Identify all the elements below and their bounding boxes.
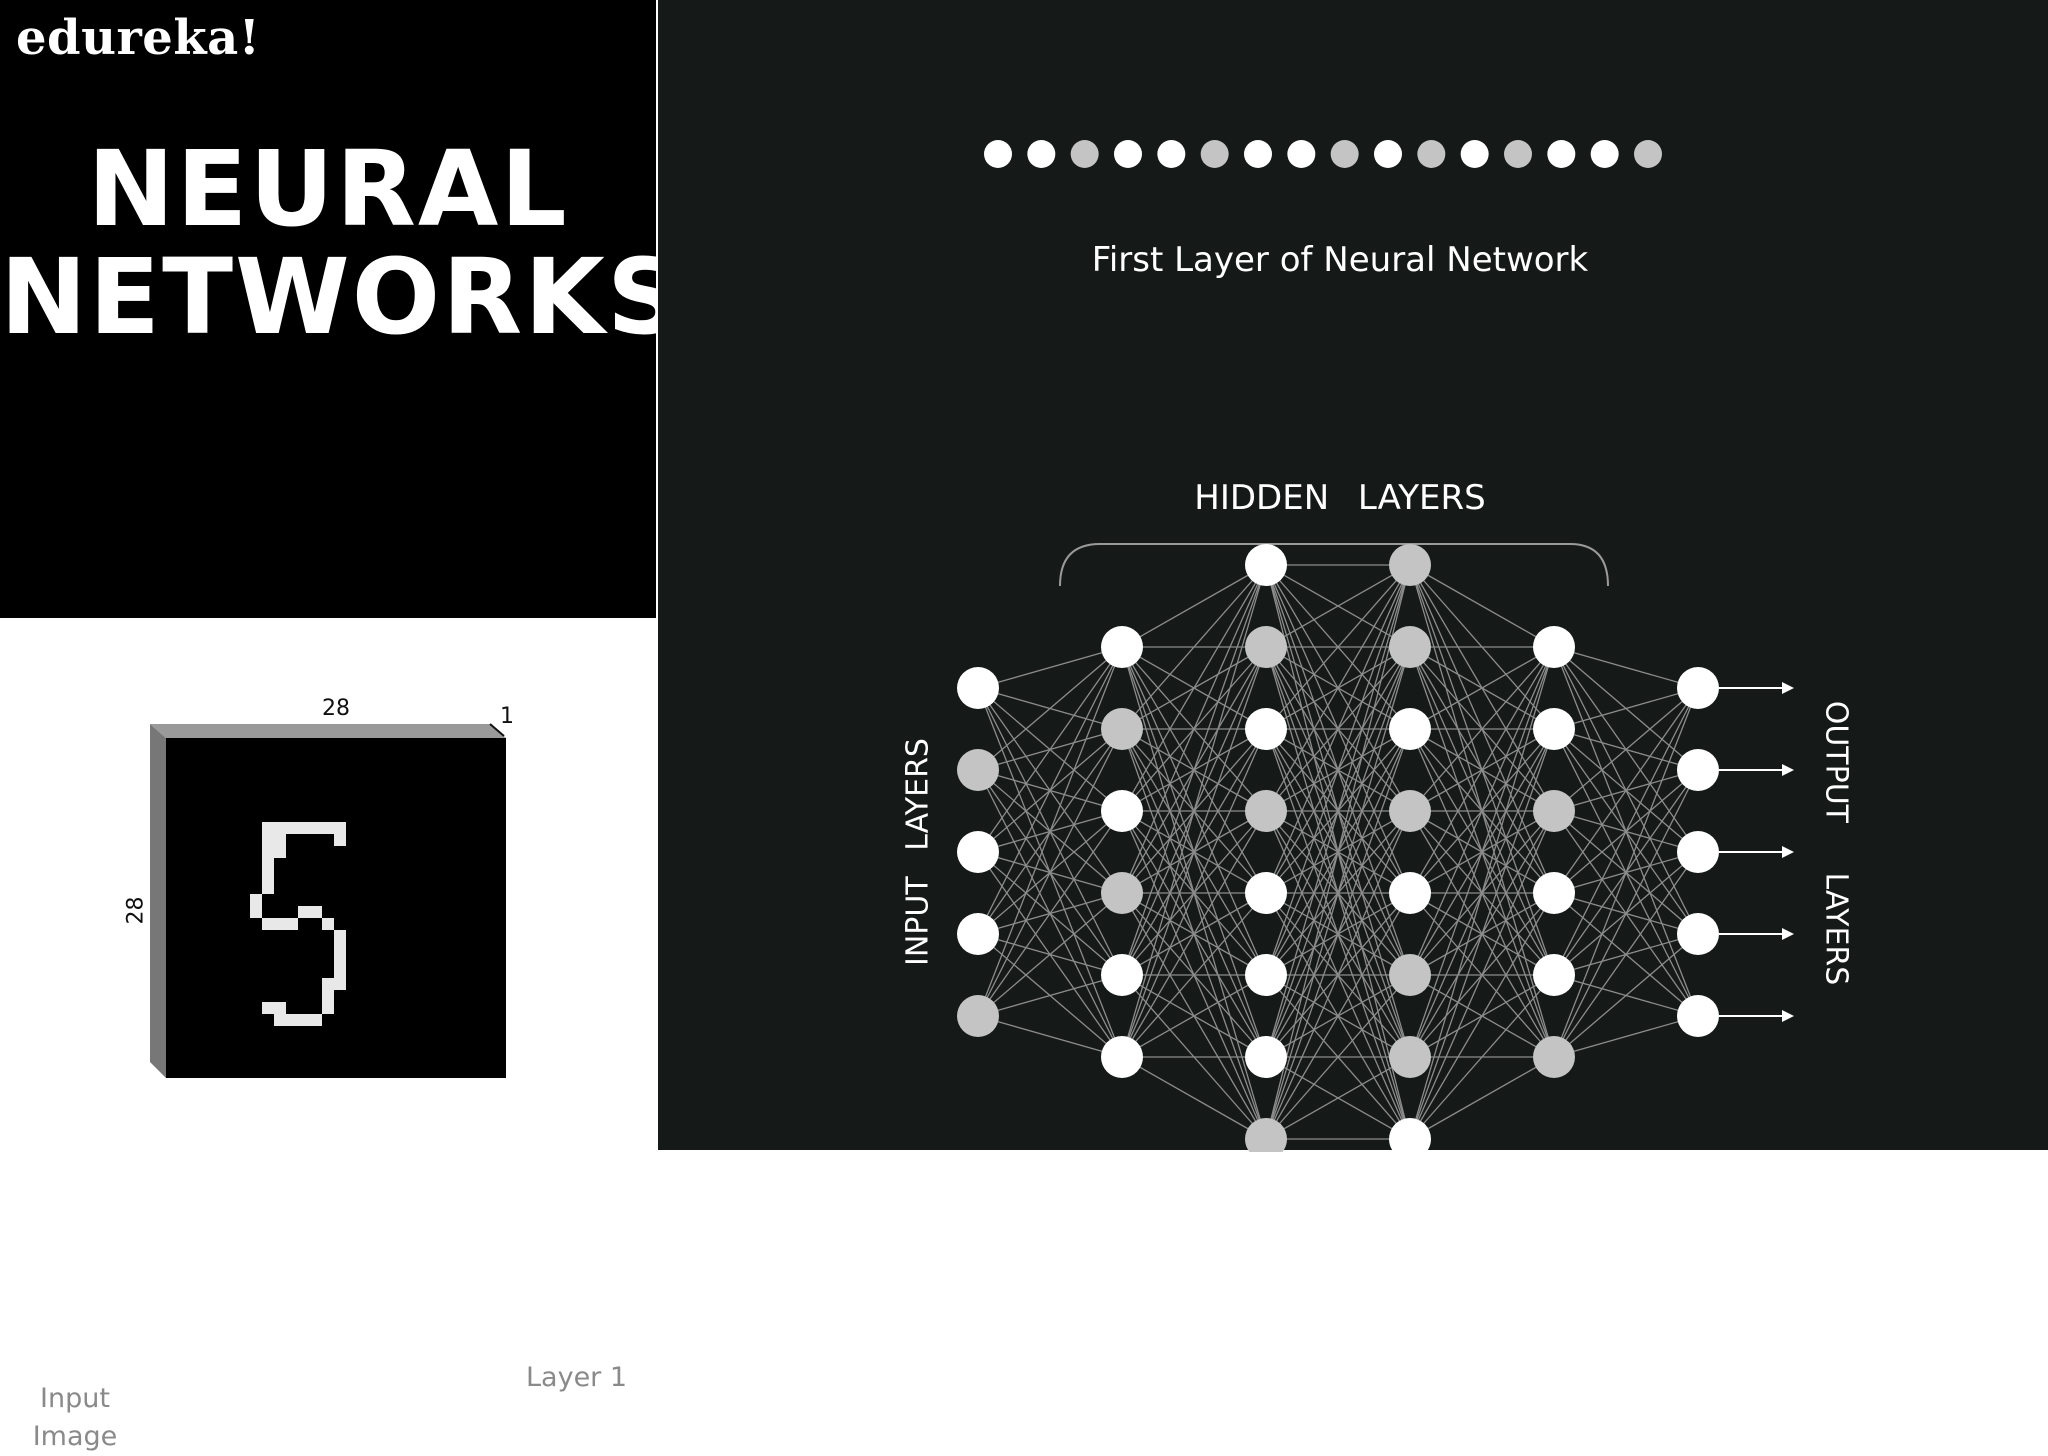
output-layers-label: OUTPUT LAYERS: [1818, 700, 1854, 986]
digit-pixel: [262, 1002, 274, 1014]
input-image-label: Input Image: [32, 1383, 118, 1452]
input-image-volume: [150, 723, 506, 1078]
digit-pixel: [262, 870, 274, 882]
digit-pixel: [274, 1014, 286, 1026]
volume-front-face: [166, 738, 506, 1078]
digit-pixel: [334, 942, 346, 954]
title-panel: edureka! NEURAL NETWORKS: [0, 0, 684, 618]
slide-title-line-1: NEURAL: [87, 128, 569, 250]
digit-pixel: [274, 822, 286, 834]
input-image-panel: Input Image Layer 1 28 1 28: [0, 618, 658, 1452]
digit-pixel: [262, 846, 274, 858]
digit-pixel: [298, 906, 310, 918]
hidden-layers-label: HIDDEN LAYERS: [1194, 478, 1486, 518]
digit-pixel: [262, 858, 274, 870]
digit-pixel: [298, 822, 310, 834]
digit-pixel: [334, 822, 346, 834]
digit-five-image: [250, 822, 346, 1026]
layer-1-label: Layer 1: [526, 1362, 628, 1393]
height-dimension-label: 28: [123, 896, 149, 925]
digit-pixel: [322, 918, 334, 930]
digit-pixel: [250, 906, 262, 918]
first-layer-caption: First Layer of Neural Network: [1091, 240, 1589, 280]
edureka-logo: edureka!: [16, 10, 261, 66]
width-dimension-label: 28: [322, 696, 350, 721]
digit-pixel: [334, 930, 346, 942]
slide-title-line-2: NETWORKS: [0, 236, 684, 358]
digit-pixel: [334, 978, 346, 990]
digit-pixel: [250, 894, 262, 906]
digit-pixel: [334, 966, 346, 978]
digit-pixel: [262, 882, 274, 894]
digit-pixel: [262, 918, 274, 930]
digit-pixel: [310, 1014, 322, 1026]
volume-top-face: [150, 724, 506, 738]
depth-arrow: [489, 723, 505, 737]
digit-pixel: [322, 978, 334, 990]
volume-side-face: [150, 724, 166, 1078]
digit-pixel: [310, 822, 322, 834]
digit-pixel: [262, 834, 274, 846]
digit-pixel: [322, 822, 334, 834]
digit-pixel: [322, 990, 334, 1002]
digit-pixel: [310, 906, 322, 918]
digit-pixel: [274, 834, 286, 846]
digit-pixel: [274, 918, 286, 930]
digit-pixel: [274, 1002, 286, 1014]
digit-pixel: [262, 822, 274, 834]
digit-pixel: [286, 918, 298, 930]
digit-pixel: [274, 846, 286, 858]
depth-dimension-label: 1: [500, 704, 514, 729]
digit-pixel: [298, 1014, 310, 1026]
digit-pixel: [334, 954, 346, 966]
digit-pixel: [286, 1014, 298, 1026]
digit-pixel: [286, 822, 298, 834]
digit-pixel: [322, 1002, 334, 1014]
digit-pixel: [334, 834, 346, 846]
input-layers-label: INPUT LAYERS: [900, 738, 936, 966]
